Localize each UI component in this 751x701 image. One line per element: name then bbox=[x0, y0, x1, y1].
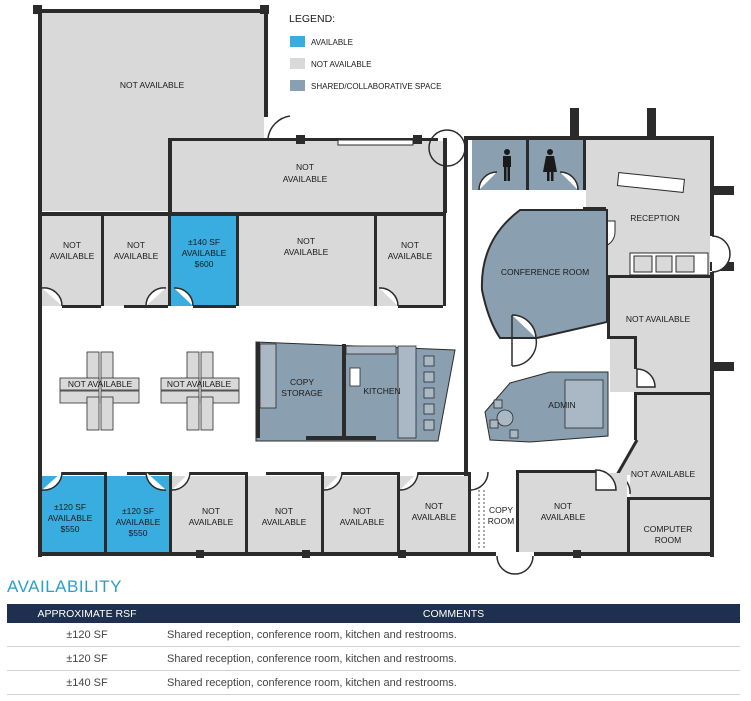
legend-swatch-available bbox=[290, 36, 305, 47]
svg-text:NOT AVAILABLE: NOT AVAILABLE bbox=[311, 60, 371, 69]
office-right-2 bbox=[617, 395, 710, 497]
legend-title: LEGEND: bbox=[289, 13, 335, 25]
svg-text:NOT: NOT bbox=[275, 506, 293, 516]
svg-text:AVAILABLE: AVAILABLE bbox=[283, 174, 328, 184]
floor-plan: NOT AVAILABLE NOT AVAILABLE NOT AVAILABL… bbox=[33, 5, 734, 575]
comment-cell: Shared reception, conference room, kitch… bbox=[167, 670, 740, 695]
legend: LEGEND: AVAILABLE NOT AVAILABLE SHARED/C… bbox=[289, 13, 441, 91]
svg-text:NOT: NOT bbox=[296, 162, 314, 172]
svg-text:$550: $550 bbox=[129, 528, 148, 538]
comment-cell: Shared reception, conference room, kitch… bbox=[167, 646, 740, 671]
svg-text:ROOM: ROOM bbox=[488, 516, 514, 526]
svg-text:AVAILABLE: AVAILABLE bbox=[50, 251, 95, 261]
room-label: NOT AVAILABLE bbox=[120, 80, 185, 90]
table-row: ±120 SF Shared reception, conference roo… bbox=[7, 646, 740, 671]
office-4 bbox=[239, 216, 374, 306]
svg-text:AVAILABLE: AVAILABLE bbox=[262, 517, 307, 527]
svg-text:NOT AVAILABLE: NOT AVAILABLE bbox=[167, 379, 232, 389]
svg-text:SHARED/COLLABORATIVE SPACE: SHARED/COLLABORATIVE SPACE bbox=[311, 82, 441, 91]
column-header-rsf: APPROXIMATE RSF bbox=[7, 604, 167, 623]
svg-text:NOT AVAILABLE: NOT AVAILABLE bbox=[68, 379, 133, 389]
room-top-middle bbox=[172, 141, 446, 212]
svg-text:RECEPTION: RECEPTION bbox=[630, 213, 680, 223]
svg-text:AVAILABLE: AVAILABLE bbox=[182, 248, 227, 258]
legend-swatch-not-available bbox=[290, 58, 305, 69]
svg-text:AVAILABLE: AVAILABLE bbox=[412, 512, 457, 522]
svg-text:KITCHEN: KITCHEN bbox=[363, 386, 400, 396]
rsf-cell: ±140 SF bbox=[7, 670, 167, 695]
office-b4 bbox=[400, 476, 468, 552]
women-restroom-icon bbox=[543, 149, 557, 181]
svg-text:NOT AVAILABLE: NOT AVAILABLE bbox=[631, 469, 696, 479]
svg-text:AVAILABLE: AVAILABLE bbox=[284, 247, 329, 257]
table-header-row: APPROXIMATE RSF COMMENTS bbox=[7, 604, 740, 623]
svg-text:COMPUTER: COMPUTER bbox=[644, 524, 693, 534]
svg-text:AVAILABLE: AVAILABLE bbox=[114, 251, 159, 261]
svg-text:AVAILABLE: AVAILABLE bbox=[48, 513, 93, 523]
svg-text:$550: $550 bbox=[61, 524, 80, 534]
svg-text:NOT: NOT bbox=[63, 240, 81, 250]
computer-room bbox=[630, 500, 710, 554]
legend-swatch-shared bbox=[290, 80, 305, 91]
svg-text:ADMIN: ADMIN bbox=[548, 400, 575, 410]
office-b2 bbox=[248, 476, 321, 552]
workstation-cluster-1 bbox=[59, 351, 140, 431]
svg-text:±120 SF: ±120 SF bbox=[54, 502, 86, 512]
svg-text:NOT: NOT bbox=[554, 501, 572, 511]
availability-title: AVAILABILITY bbox=[7, 577, 122, 596]
rsf-cell: ±120 SF bbox=[7, 623, 167, 647]
office-right-1 bbox=[610, 278, 710, 392]
svg-text:COPY: COPY bbox=[290, 377, 314, 387]
svg-text:NOT AVAILABLE: NOT AVAILABLE bbox=[626, 314, 691, 324]
svg-text:COPY: COPY bbox=[489, 505, 513, 515]
svg-text:ROOM: ROOM bbox=[655, 535, 681, 545]
svg-text:NOT: NOT bbox=[127, 240, 145, 250]
svg-text:±140 SF: ±140 SF bbox=[188, 237, 220, 247]
svg-text:AVAILABLE: AVAILABLE bbox=[311, 38, 353, 47]
copy-room bbox=[474, 476, 514, 552]
svg-text:STORAGE: STORAGE bbox=[281, 388, 323, 398]
svg-text:AVAILABLE: AVAILABLE bbox=[541, 512, 586, 522]
office-b3 bbox=[324, 476, 397, 552]
svg-text:NOT: NOT bbox=[297, 236, 315, 246]
comment-cell: Shared reception, conference room, kitch… bbox=[167, 623, 740, 647]
conference-room bbox=[480, 209, 608, 339]
table-row: ±140 SF Shared reception, conference roo… bbox=[7, 670, 740, 695]
workstation-cluster-2 bbox=[160, 351, 240, 431]
men-restroom-icon bbox=[503, 149, 511, 181]
svg-text:AVAILABLE: AVAILABLE bbox=[189, 517, 234, 527]
availability-table: APPROXIMATE RSF COMMENTS ±120 SF Shared … bbox=[7, 604, 740, 695]
svg-text:CONFERENCE ROOM: CONFERENCE ROOM bbox=[501, 267, 589, 277]
svg-text:AVAILABLE: AVAILABLE bbox=[340, 517, 385, 527]
table-row: ±120 SF Shared reception, conference roo… bbox=[7, 623, 740, 647]
svg-text:NOT: NOT bbox=[353, 506, 371, 516]
svg-text:$600: $600 bbox=[195, 259, 214, 269]
office-b1 bbox=[172, 476, 245, 552]
rsf-cell: ±120 SF bbox=[7, 646, 167, 671]
svg-text:±120 SF: ±120 SF bbox=[122, 506, 154, 516]
svg-text:AVAILABLE: AVAILABLE bbox=[388, 251, 433, 261]
column-header-comments: COMMENTS bbox=[167, 604, 740, 623]
svg-text:NOT: NOT bbox=[202, 506, 220, 516]
svg-text:AVAILABLE: AVAILABLE bbox=[116, 517, 161, 527]
svg-text:NOT: NOT bbox=[425, 501, 443, 511]
svg-text:NOT: NOT bbox=[401, 240, 419, 250]
